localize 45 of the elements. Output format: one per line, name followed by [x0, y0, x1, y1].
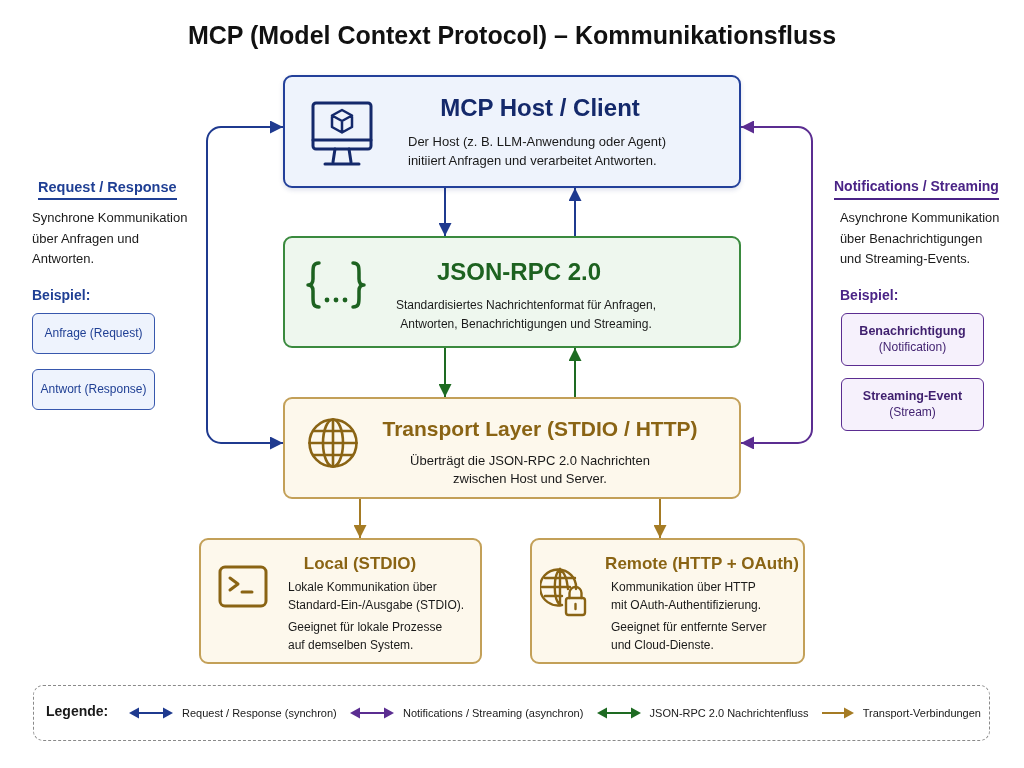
box-description: Kommunikation über HTTP mit OAuth-Authentifizierung.: [611, 579, 763, 614]
example-label: Benachrichtigung: [859, 324, 966, 340]
arrow: [653, 498, 667, 539]
box-description: Geeignet für entfernte Server und Cloud-Dienste.: [611, 619, 768, 654]
legend-label: JSON-RPC 2.0 Nachrichtenfluss: [649, 707, 809, 719]
example-label: Streaming-Event: [862, 389, 963, 405]
box-description: Lokale Kommunikation über Standard-Ein-/Ausgabe (STDIO).: [288, 579, 466, 614]
layer-box: [283, 236, 741, 348]
arrow: [568, 187, 582, 237]
arrow: [438, 187, 452, 237]
layer-box: [199, 538, 482, 664]
layer-box: [283, 397, 741, 499]
legend-label: Request / Response (synchron): [182, 707, 337, 719]
box-description: Der Host (z. B. LLM-Anwendung oder Agent) initiiert Anfragen und verarbeitet Antworten.: [408, 133, 667, 170]
arrow: [353, 498, 367, 539]
arrow: [568, 347, 582, 398]
example-sublabel: (Stream): [889, 404, 936, 420]
box-description: Geeignet für lokale Prozesse auf demselben System.: [288, 619, 444, 654]
section-heading: Notifications / Streaming: [834, 178, 999, 200]
example-label: Anfrage (Request): [44, 326, 143, 341]
double-arrow: [206, 120, 284, 450]
box-title: MCP Host / Client: [440, 93, 640, 123]
description-text: Asynchrone Kommunikation über Benachrichtigungen und Streaming-Events.: [840, 209, 1001, 268]
arrow: [438, 347, 452, 398]
legend-label: Notifications / Streaming (asynchron): [402, 707, 584, 719]
legend-title: Legende:: [46, 703, 109, 721]
box-title: Local (STDIO): [303, 553, 417, 575]
example-label: Antwort (Response): [40, 382, 147, 397]
box-description: Standardisiertes Nachrichtenformat für Anfragen, Antworten, Benachrichtigungen und Streaming.: [394, 297, 658, 333]
legend-label: Transport-Verbindungen: [862, 707, 981, 719]
box-title: Transport Layer (STDIO / HTTP): [382, 416, 698, 442]
example-box: [32, 369, 155, 410]
box-title: JSON-RPC 2.0: [436, 257, 602, 287]
description-text: Synchrone Kommunikation über Anfragen und Antworten.: [32, 209, 189, 268]
example-sublabel: (Notification): [878, 339, 947, 355]
layer-box: [283, 75, 741, 188]
box-title: Remote (HTTP + OAuth): [605, 553, 799, 575]
double-arrow: [740, 120, 813, 450]
diagram-title: MCP (Model Context Protocol) – Kommunikationsfluss: [187, 21, 837, 50]
layer-box: [530, 538, 805, 664]
example-box: [841, 313, 984, 366]
example-box: [841, 378, 984, 431]
section-heading: Request / Response: [38, 178, 177, 201]
example-box: [32, 313, 155, 354]
box-description: Überträgt die JSON-RPC 2.0 Nachrichten zwischen Host und Server.: [409, 452, 651, 488]
